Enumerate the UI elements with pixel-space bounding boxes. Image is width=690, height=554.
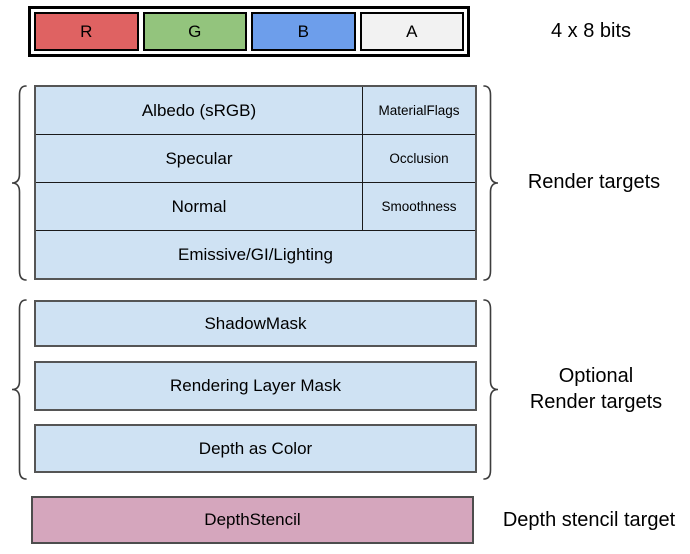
rt-label-specular: Specular [165, 148, 233, 168]
channel-label-r: R [80, 21, 93, 41]
rt-cell-normal: Normal [36, 183, 362, 230]
brace-left-optional-targets [11, 299, 27, 480]
depth-stencil-label: DepthStencil [204, 510, 301, 529]
rt-cell-specular: Specular [36, 135, 362, 182]
depth-stencil-box: DepthStencil [31, 496, 474, 544]
rt-label-smoothness: Smoothness [381, 199, 457, 214]
rgba-format-box: R G B A [28, 6, 470, 57]
rt-label-occlusion: Occlusion [389, 151, 449, 166]
brace-right-render-targets [483, 85, 499, 281]
rt-cell-occlusion: Occlusion [362, 135, 475, 182]
optional-box-depth-as-color: Depth as Color [34, 424, 477, 473]
channel-cell-g: G [142, 12, 247, 51]
rt-label-normal: Normal [171, 196, 227, 216]
channel-label-a: A [406, 21, 418, 41]
rt-row-albedo: Albedo (sRGB) MaterialFlags [36, 87, 475, 134]
brace-left-render-targets [11, 85, 27, 281]
rt-label-emissive: Emissive/GI/Lighting [178, 244, 333, 264]
optional-label-shadowmask: ShadowMask [204, 313, 307, 333]
rt-row-specular: Specular Occlusion [36, 134, 475, 182]
channel-cell-b: B [251, 12, 356, 51]
optional-label-depth-as-color: Depth as Color [198, 438, 313, 458]
rt-label-materialflags: MaterialFlags [378, 103, 460, 118]
optional-box-shadowmask: ShadowMask [34, 300, 477, 347]
brace-right-optional-targets [483, 299, 499, 480]
channel-label-b: B [297, 21, 309, 41]
optional-box-rendering-layer-mask: Rendering Layer Mask [34, 361, 477, 411]
optional-label-rendering-layer-mask: Rendering Layer Mask [169, 376, 342, 395]
optional-render-targets-caption: Optional Render targets [496, 297, 690, 480]
rt-row-normal: Normal Smoothness [36, 182, 475, 230]
channel-label-g: G [188, 21, 202, 41]
rt-label-albedo: Albedo (sRGB) [141, 100, 257, 120]
rt-cell-albedo: Albedo (sRGB) [36, 87, 362, 134]
render-targets-group: Albedo (sRGB) MaterialFlags Specular Occ… [34, 85, 477, 280]
channel-cell-a: A [359, 12, 464, 51]
rt-row-emissive: Emissive/GI/Lighting [36, 230, 475, 278]
bits-caption: 4 x 8 bits [550, 20, 632, 42]
rt-cell-emissive: Emissive/GI/Lighting [36, 231, 475, 278]
rt-cell-materialflags: MaterialFlags [362, 87, 475, 134]
rt-cell-smoothness: Smoothness [362, 183, 475, 230]
render-targets-caption: Render targets [527, 171, 661, 193]
depth-stencil-caption: Depth stencil target [502, 508, 676, 531]
optional-caption-line2: Render targets [529, 390, 663, 413]
optional-caption-line1: Optional [558, 364, 634, 387]
channel-cell-r: R [34, 12, 139, 51]
